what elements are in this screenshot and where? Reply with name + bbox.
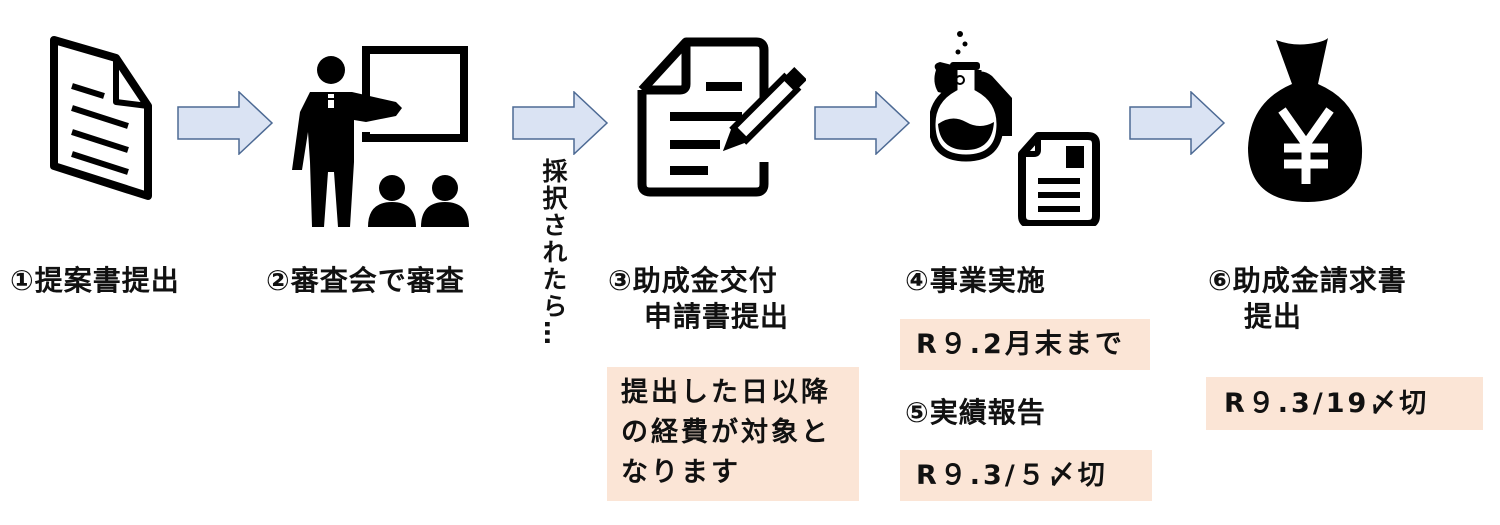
- step-4-label: ④事業実施: [905, 264, 1046, 297]
- step-3-note: 提出した日以降 の経費が対象と なります: [607, 367, 859, 501]
- step-6-label-line1: ⑥助成金請求書: [1208, 264, 1407, 297]
- step-3-note-line: なります: [621, 457, 741, 488]
- document-pencil-icon: [636, 34, 806, 204]
- arrow-right-icon: [1129, 91, 1227, 155]
- step-5-label: ⑤実績報告: [905, 396, 1046, 429]
- step-3-note-line: 提出した日以降: [621, 377, 831, 408]
- transition-note: 採択されたら…: [539, 158, 568, 347]
- step-6-deadline: R９.3/19〆切: [1206, 377, 1483, 430]
- step-3-label-line2: 申請書提出: [644, 300, 790, 333]
- arrow-right-icon: [814, 91, 912, 155]
- step-2-label: ②審査会で審査: [266, 264, 465, 297]
- document-icon: [48, 34, 158, 204]
- money-bag-yen-icon: [1242, 38, 1382, 208]
- step-4-deadline: R９.2月末まで: [900, 319, 1150, 370]
- arrow-right-icon: [177, 91, 275, 155]
- presenter-icon: [288, 42, 473, 227]
- flask-document-icon: [930, 26, 1105, 226]
- step-3-label-line1: ③助成金交付: [608, 264, 778, 297]
- step-5-deadline: R９.3/５〆切: [900, 450, 1152, 501]
- step-6-label-line2: 提出: [1244, 300, 1303, 333]
- arrow-right-icon: [512, 91, 610, 155]
- step-3-note-line: の経費が対象と: [621, 417, 831, 448]
- step-1-label: ①提案書提出: [10, 264, 180, 297]
